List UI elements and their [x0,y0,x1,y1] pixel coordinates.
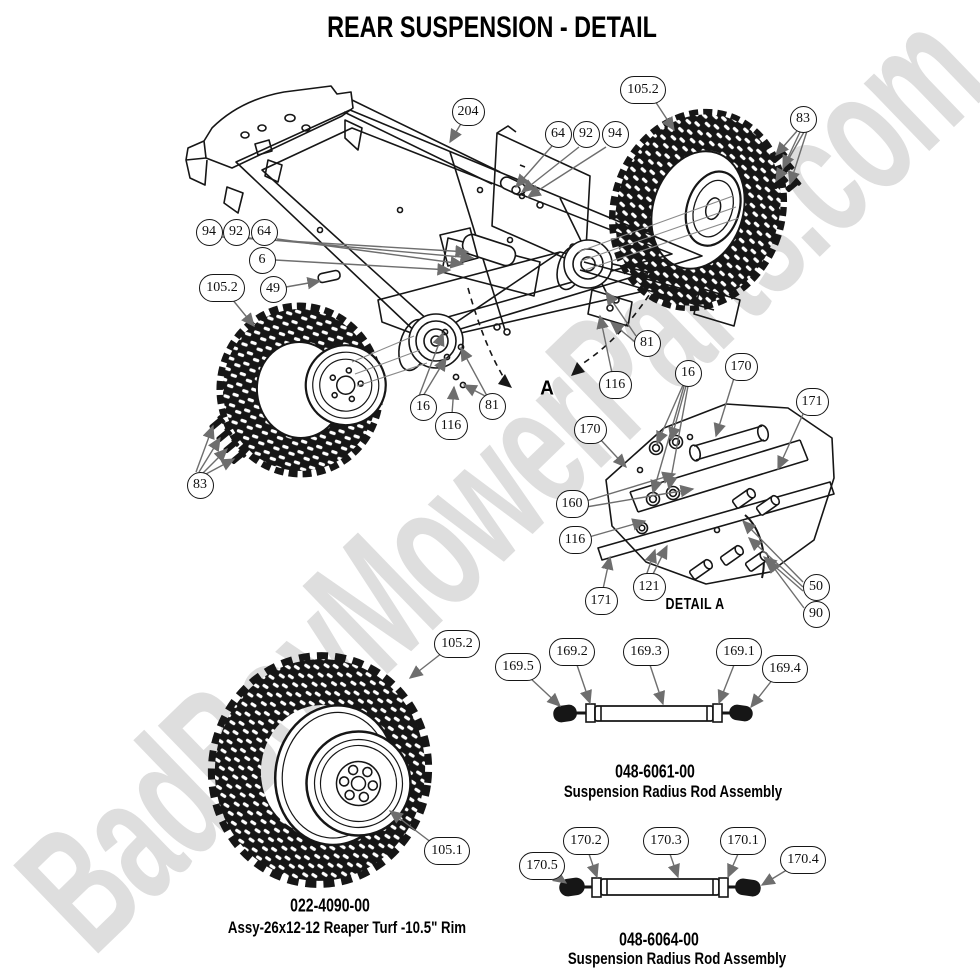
callout-detail_a-90: 90 [802,600,830,628]
alignment-lines [351,195,740,387]
wheel-part-number: 022-4090-00 [290,895,370,916]
callout-main-105.2: 105.2 [199,274,245,302]
callout-rod1-169.1: 169.1 [716,638,762,666]
callout-main-204: 204 [451,98,485,126]
callout-rod1-169.5: 169.5 [495,653,541,681]
callout-main-49: 49 [259,275,287,303]
callout-rod1-169.2: 169.2 [549,638,595,666]
detail-a-title: DETAIL A [665,596,725,613]
callout-main-81: 81 [633,329,661,357]
section-a-label: A [540,377,554,400]
callout-main-116: 116 [434,412,468,440]
leader-lines [195,100,808,886]
callout-main-83: 83 [789,105,817,133]
wheel-part-name: Assy-26x12-12 Reaper Turf -10.5" Rim [227,918,467,937]
callout-detail_a-171: 171 [584,587,618,615]
callout-detail_a-116: 116 [558,526,592,554]
radius-rod-1-drawing [553,703,753,723]
callout-detail_a-160: 160 [555,490,589,518]
callout-rod1-169.4: 169.4 [762,655,808,683]
callout-rod2-170.2: 170.2 [563,827,609,855]
callout-main-81: 81 [478,392,506,420]
page-title: REAR SUSPENSION - DETAIL [327,11,657,44]
callout-main-116: 116 [598,371,632,399]
callout-detail_a-171: 171 [795,388,829,416]
callout-main-92: 92 [222,218,250,246]
callout-rod2-170.1: 170.1 [720,827,766,855]
detail-a-drawing [597,403,835,585]
callout-main-105.2: 105.2 [620,76,666,104]
callout-detail_a-170: 170 [573,416,607,444]
right-rear-tire [608,108,788,312]
main-assembly-drawing [185,85,802,478]
rod2-part-name: Suspension Radius Rod Assembly [567,949,787,968]
callout-wheel-105.1: 105.1 [424,837,470,865]
callout-detail_a-170: 170 [724,353,758,381]
left-rear-tire [216,302,387,478]
callout-main-94: 94 [195,218,223,246]
callout-main-83: 83 [186,471,214,499]
radius-rod-2-drawing [559,877,761,898]
rod1-part-number: 048-6061-00 [615,761,695,782]
callout-detail_a-50: 50 [802,573,830,601]
rod1-part-name: Suspension Radius Rod Assembly [563,782,783,801]
callout-main-6: 6 [248,246,276,274]
callout-main-16: 16 [409,393,437,421]
callout-detail_a-16: 16 [674,359,702,387]
callout-rod2-170.5: 170.5 [519,852,565,880]
callout-rod2-170.4: 170.4 [780,846,826,874]
callout-wheel-105.2: 105.2 [434,630,480,658]
rod2-part-number: 048-6064-00 [619,929,699,950]
callout-rod2-170.3: 170.3 [643,827,689,855]
callout-detail_a-121: 121 [632,573,666,601]
wheel-assembly-drawing [207,652,433,888]
callout-rod1-169.3: 169.3 [623,638,669,666]
callout-main-94: 94 [601,120,629,148]
callout-main-64: 64 [544,120,572,148]
callout-main-64: 64 [250,218,278,246]
callout-main-92: 92 [572,120,600,148]
